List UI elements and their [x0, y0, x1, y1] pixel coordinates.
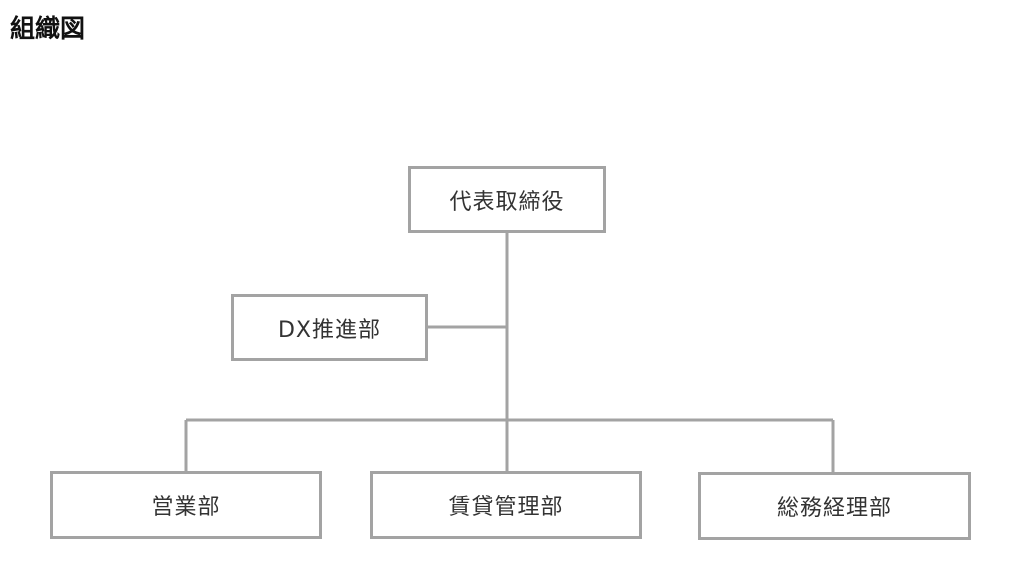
- org-node-general-affairs-accounting-label: 総務経理部: [776, 496, 892, 521]
- org-node-rental-management-label: 賃貸管理部: [448, 495, 564, 520]
- page-title: 組織図: [10, 14, 86, 43]
- org-node-ceo: 代表取締役: [408, 166, 606, 233]
- org-node-ceo-label: 代表取締役: [449, 189, 565, 215]
- org-node-sales-label: 営業部: [151, 495, 221, 520]
- org-node-dx-promotion-label: DX推進部: [277, 317, 381, 343]
- org-node-rental-management: 賃貸管理部: [370, 471, 642, 539]
- org-node-sales: 営業部: [50, 471, 322, 539]
- org-node-dx-promotion: DX推進部: [231, 294, 428, 361]
- org-node-general-affairs-accounting: 総務経理部: [698, 472, 971, 540]
